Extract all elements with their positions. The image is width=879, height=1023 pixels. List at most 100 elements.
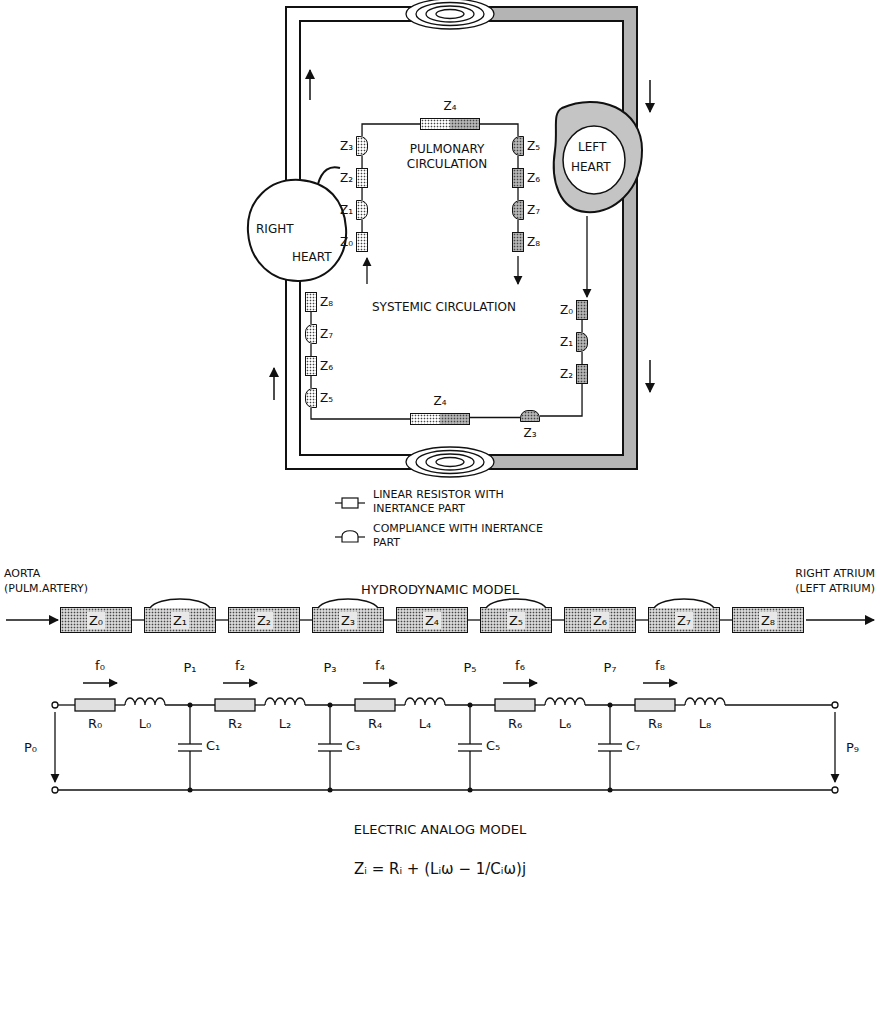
junction-dot (468, 703, 473, 708)
compliance-dome (150, 599, 210, 608)
compliance-element: Z₃ (340, 136, 368, 156)
circuit-label: L₂ (279, 716, 291, 731)
model-segment: Z₂ (228, 607, 300, 633)
circuit-label: f₄ (375, 658, 385, 673)
element-label: Z₂ (340, 170, 353, 187)
flow-arrow (649, 80, 651, 112)
circuit-label: P₀ (24, 740, 37, 755)
resistor-symbol (635, 699, 675, 711)
junction-dot (328, 703, 333, 708)
circuit-label: R₈ (648, 716, 662, 731)
resistor-symbol (355, 699, 395, 711)
circuit-label: C₅ (486, 738, 500, 753)
compliance-symbol (305, 324, 317, 344)
wire (189, 705, 190, 744)
capillary-bed (426, 454, 474, 470)
terminal (52, 787, 58, 793)
capillary-bed (416, 3, 484, 26)
model-segment: Z₃ (312, 607, 384, 633)
outflow-arrow (806, 619, 874, 621)
vessel-line (517, 220, 518, 232)
terminal (832, 702, 838, 708)
element-label: Z₀ (340, 234, 353, 251)
compliance-dome (144, 596, 216, 608)
vessel-outline (293, 14, 630, 462)
compliance-element: Z₅ (305, 388, 333, 408)
vessel-line (362, 124, 420, 136)
inductor-symbol (685, 698, 725, 705)
diagram-label: HEART (292, 250, 332, 265)
element-label: Z₇ (527, 202, 540, 219)
resistor-symbol (512, 168, 524, 188)
element-label: Z₂ (255, 612, 273, 629)
vessel-line (720, 619, 732, 620)
left-heart (554, 102, 642, 212)
flow-arrow (83, 682, 117, 683)
diagram-label: RIGHT (256, 222, 294, 237)
diagram-label: HEART (571, 160, 611, 175)
legend-item: COMPLIANCE WITH INERTANCE PART (335, 522, 543, 550)
vessel-line (636, 619, 648, 620)
legend-text: LINEAR RESISTOR WITH INERTANCE PART (373, 488, 543, 516)
element-label: Z₂ (560, 366, 573, 383)
circuit-label: R₀ (88, 716, 102, 731)
resistor-symbol (305, 292, 317, 312)
model-segment: Z₆ (564, 607, 636, 633)
compliance-symbol (576, 332, 588, 352)
resistor-element: Z₈ (512, 232, 540, 252)
circuit-label: P₁ (183, 660, 196, 675)
vessel-line (311, 408, 410, 419)
wire (535, 704, 545, 705)
right-heart (248, 180, 346, 281)
circuit-label: R₂ (228, 716, 242, 731)
wire (469, 705, 470, 744)
resistor-symbol (576, 364, 588, 384)
resistor-symbol (356, 232, 368, 252)
section-label: ELECTRIC ANALOG MODEL (354, 822, 526, 837)
capacitor-plate (178, 743, 202, 744)
wire (189, 751, 190, 790)
model-segment: Z₀ (60, 607, 132, 633)
inductor-symbol (405, 698, 445, 705)
legend-text: COMPLIANCE WITH INERTANCE PART (373, 522, 543, 550)
vessel-line (310, 376, 311, 388)
element-label: Z₇ (675, 612, 693, 629)
circuit-label: P₇ (603, 660, 616, 675)
circuit-label: L₈ (699, 716, 711, 731)
junction-dot (608, 788, 613, 793)
model-segment: Z₅ (480, 607, 552, 633)
element-label: Z₈ (527, 234, 540, 251)
element-label: Z₄ (433, 393, 446, 410)
circuit-label: f₈ (655, 658, 665, 673)
model-segment: Z₈ (732, 607, 804, 633)
element-label: Z₁ (171, 612, 189, 629)
capillary-bed (436, 10, 464, 19)
flow-arrow (273, 368, 275, 400)
element-label: Z₁ (560, 334, 573, 351)
left-ventricle (563, 126, 625, 194)
element-label: Z₆ (320, 358, 333, 375)
model-segment: Z₇ (648, 607, 720, 633)
circuit-label: P₉ (846, 740, 859, 755)
compliance-element: Z₃ (520, 410, 540, 442)
terminal (832, 787, 838, 793)
terminal (52, 702, 58, 708)
element-label: Z₅ (507, 612, 525, 629)
compliance-element: Z₁ (560, 332, 588, 352)
sample-shape (342, 498, 358, 508)
compliance-dome (480, 596, 552, 608)
circuit-label: R₄ (368, 716, 382, 731)
capacitor-plate (598, 743, 622, 744)
resistor-sample (335, 494, 365, 510)
arterial-vessel (450, 14, 630, 462)
resistor-element: Z₄ (410, 393, 470, 425)
section-label: HYDRODYNAMIC MODEL (361, 582, 519, 597)
element-label: Z₀ (560, 302, 573, 319)
circuit-label: C₇ (626, 738, 640, 753)
circuit (52, 683, 838, 793)
inductor-symbol (125, 698, 165, 705)
resistor-symbol (512, 232, 524, 252)
element-label: Z₁ (340, 202, 353, 219)
wire (469, 751, 470, 790)
